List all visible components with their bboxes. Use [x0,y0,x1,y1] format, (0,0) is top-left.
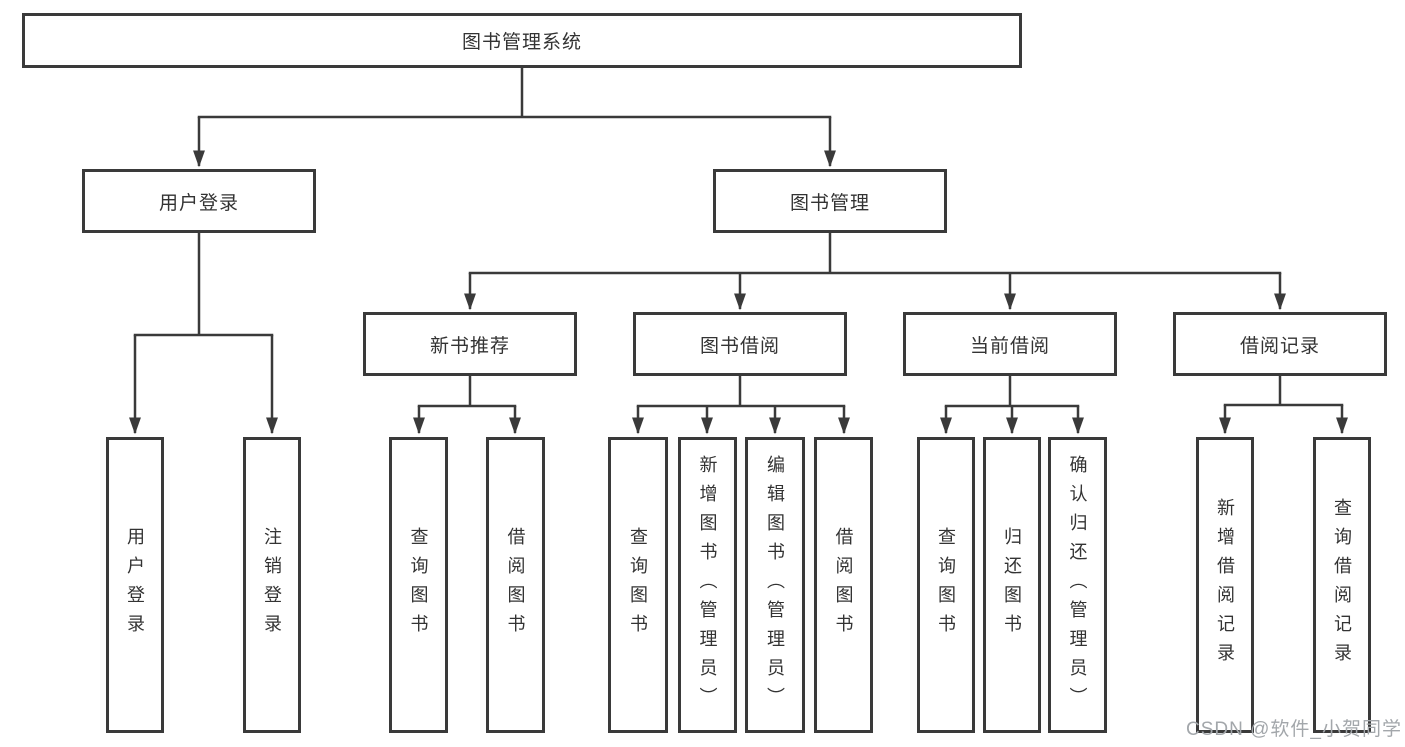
node-book-borrowing: 图书借阅 [633,312,847,376]
leaf-label: 新增借阅记录 [1215,498,1235,672]
leaf-label: 查询图书 [628,527,648,643]
leaf-borrow-books: 借阅图书 [814,437,873,733]
leaf-add-book-admin: 新增图书（管理员） [678,437,737,733]
leaf-query-books-recommend: 查询图书 [389,437,448,733]
leaf-label: 用户登录 [125,527,145,643]
leaf-label: 编辑图书（管理员） [765,454,785,716]
leaf-borrow-books-recommend: 借阅图书 [486,437,545,733]
leaf-logout: 注销登录 [243,437,301,733]
node-current-borrowing: 当前借阅 [903,312,1117,376]
node-book-management: 图书管理 [713,169,947,233]
leaf-label: 借阅图书 [833,527,854,643]
csdn-watermark: CSDN @软件_小贺同学 [1186,719,1402,740]
node-new-book-recommend: 新书推荐 [363,312,577,376]
leaf-label: 查询图书 [936,527,956,643]
leaf-label: 借阅图书 [505,527,526,643]
node-user-login: 用户登录 [82,169,316,233]
node-library-system: 图书管理系统 [22,13,1022,68]
leaf-label: 确认归还（管理员） [1067,454,1088,716]
leaf-add-borrow-record: 新增借阅记录 [1196,437,1254,733]
leaf-edit-book-admin: 编辑图书（管理员） [745,437,805,733]
leaf-label: 归还图书 [1002,527,1022,643]
leaf-label: 查询借阅记录 [1332,498,1352,672]
leaf-label: 新增图书（管理员） [697,454,718,716]
leaf-return-books: 归还图书 [983,437,1041,733]
node-borrow-records: 借阅记录 [1173,312,1387,376]
leaf-user-login: 用户登录 [106,437,164,733]
leaf-label: 查询图书 [408,527,429,643]
leaf-query-books-current: 查询图书 [917,437,975,733]
leaf-confirm-return-admin: 确认归还（管理员） [1048,437,1107,733]
leaf-query-books-borrowing: 查询图书 [608,437,668,733]
leaf-query-borrow-record: 查询借阅记录 [1313,437,1371,733]
leaf-label: 注销登录 [262,527,282,643]
